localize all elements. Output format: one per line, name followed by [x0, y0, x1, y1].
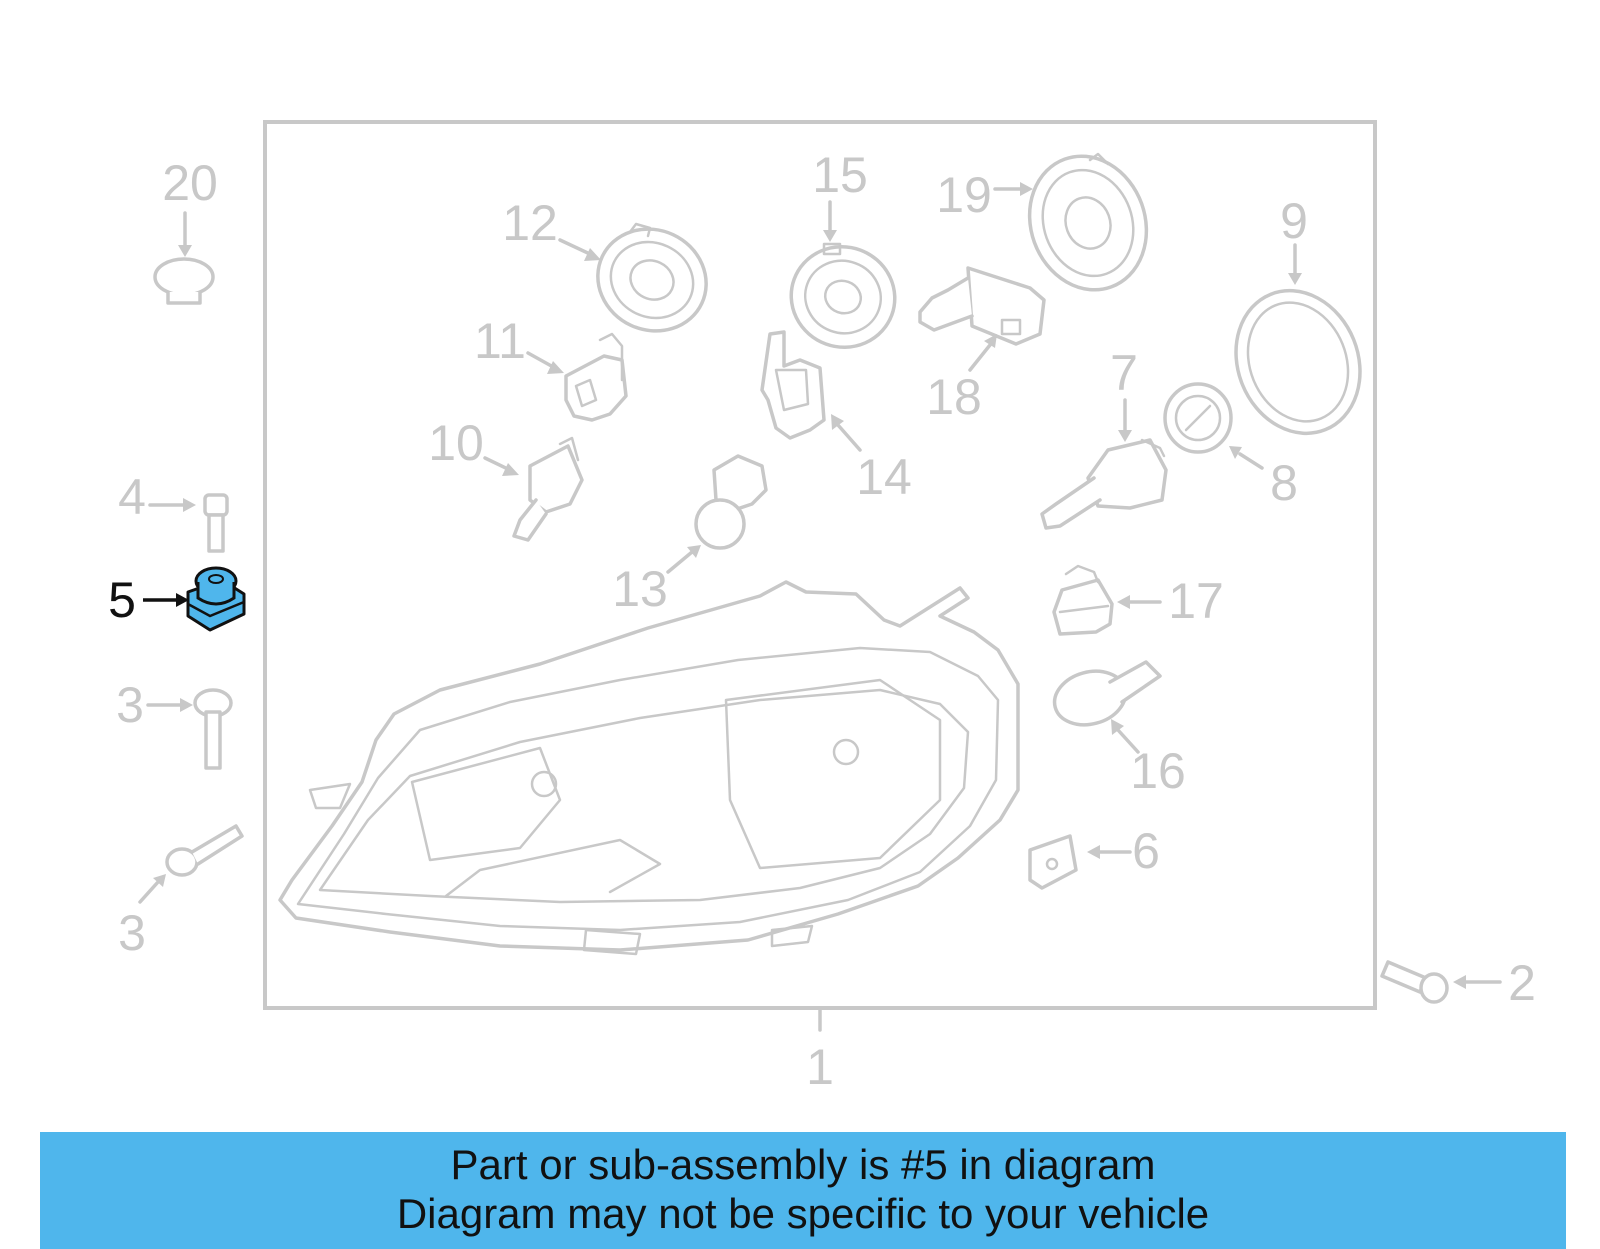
callout-8: 8	[1270, 455, 1298, 511]
callout-5: 5	[108, 572, 136, 628]
callout-6: 6	[1132, 823, 1160, 879]
arrow-3-lower	[138, 874, 166, 904]
callout-16: 16	[1130, 743, 1186, 799]
part-3-bolt-upper	[193, 688, 233, 770]
callout-2: 2	[1508, 955, 1536, 1011]
arrow-15	[823, 200, 837, 242]
callout-10: 10	[428, 415, 484, 471]
arrow-10	[483, 456, 519, 476]
part-13-bulb	[694, 454, 768, 550]
arrow-4	[148, 498, 196, 512]
arrow-18	[968, 334, 997, 372]
callout-4: 4	[118, 469, 146, 525]
part-12-bulb-cover	[596, 222, 708, 333]
arrow-14	[831, 414, 862, 452]
part-1-headlamp-assembly	[278, 580, 1020, 956]
arrow-20	[178, 211, 192, 257]
part-5-highlighted-nut	[186, 566, 246, 632]
part-15-bulb-cover	[789, 242, 897, 349]
arrow-7	[1118, 398, 1132, 442]
part-19-large-cover	[1027, 152, 1149, 292]
part-16-wedge-bulb	[1052, 660, 1162, 727]
callout-1: 1	[806, 1039, 834, 1095]
part-10-bulb	[512, 436, 584, 542]
part-20-plug-cap	[153, 257, 215, 305]
part-17-socket	[1052, 564, 1114, 636]
callout-9: 9	[1280, 193, 1308, 249]
callout-14: 14	[856, 449, 912, 505]
callout-3-upper: 3	[116, 677, 144, 733]
callout-17: 17	[1168, 573, 1224, 629]
part-6-clip	[1028, 834, 1078, 890]
part-9-retaining-ring	[1234, 288, 1362, 436]
part-4-screw	[203, 493, 229, 553]
banner-line-2: Diagram may not be specific to your vehi…	[396, 1190, 1210, 1237]
arrow-2	[1453, 975, 1502, 989]
callout-18: 18	[926, 369, 982, 425]
callout-13: 13	[612, 561, 668, 617]
arrow-6	[1087, 845, 1132, 859]
arrow-9	[1288, 243, 1302, 285]
part-11-bulb-holder	[564, 332, 628, 422]
callout-11: 11	[474, 313, 526, 369]
callout-19: 19	[936, 167, 992, 223]
arrow-5	[143, 593, 189, 607]
part-14-bracket	[760, 330, 826, 440]
callout-15: 15	[812, 147, 868, 203]
arrow-19	[993, 182, 1033, 196]
callout-12: 12	[502, 195, 558, 251]
part-8-adapter	[1163, 382, 1233, 454]
arrow-11	[526, 351, 564, 374]
arrow-13	[666, 545, 701, 574]
info-banner: Part or sub-assembly is #5 in diagram Di…	[40, 1132, 1566, 1249]
arrow-3-upper	[146, 698, 193, 712]
callout-7: 7	[1110, 345, 1138, 401]
part-7-bulb	[1040, 438, 1168, 530]
arrow-16	[1111, 719, 1140, 754]
part-3-bolt-lower	[165, 824, 244, 877]
callout-20: 20	[162, 155, 218, 211]
arrow-17	[1117, 595, 1162, 609]
callout-3-lower: 3	[118, 905, 146, 961]
part-18-connector	[918, 266, 1046, 346]
banner-line-1: Part or sub-assembly is #5 in diagram	[450, 1141, 1156, 1188]
part-2-bolt	[1380, 960, 1449, 1004]
arrow-8	[1229, 446, 1264, 470]
arrow-12	[558, 238, 601, 261]
